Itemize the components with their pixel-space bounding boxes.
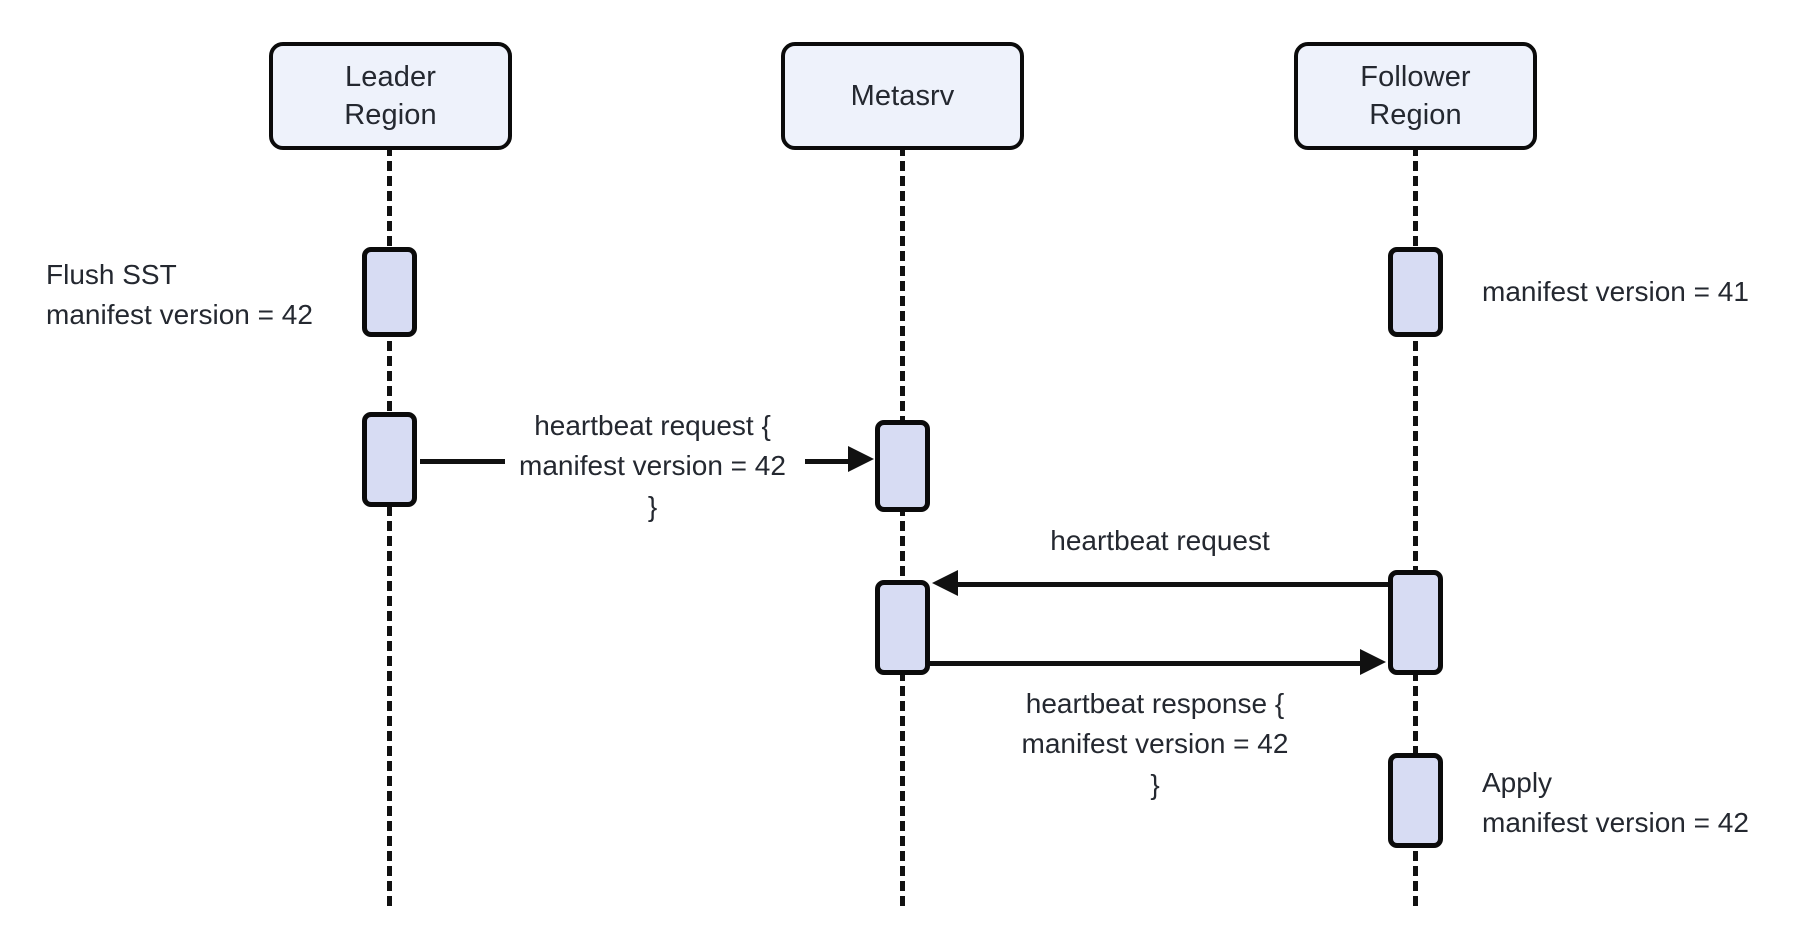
participant-follower-region[interactable]: Follower Region [1294, 42, 1537, 150]
lifeline-metasrv [900, 146, 905, 906]
note-apply-manifest-version: Apply manifest version = 42 [1482, 767, 1749, 839]
participant-metasrv[interactable]: Metasrv [781, 42, 1024, 150]
lifeline-follower [1413, 146, 1418, 906]
message-follower-to-metasrv-line [955, 582, 1388, 587]
activation-follower-apply [1388, 753, 1443, 848]
lifeline-leader [387, 146, 392, 906]
message-leader-to-metasrv-arrowhead [848, 446, 874, 472]
participant-follower-region-label: Follower Region [1360, 60, 1471, 131]
message-metasrv-to-follower-label: heartbeat response { manifest version = … [1021, 688, 1289, 800]
activation-leader-heartbeat [362, 412, 417, 507]
activation-leader-flush [362, 247, 417, 337]
message-leader-to-metasrv-line [805, 459, 850, 464]
message-follower-to-metasrv-arrowhead [932, 570, 958, 596]
message-metasrv-to-follower-line [930, 661, 1362, 666]
participant-leader-region-label: Leader Region [344, 60, 437, 131]
note-follower-manifest-version: manifest version = 41 [1482, 276, 1749, 307]
note-flush-sst: Flush SST manifest version = 42 [46, 259, 313, 331]
activation-follower-initial [1388, 247, 1443, 337]
activation-metasrv-leader-heartbeat [875, 420, 930, 512]
message-follower-to-metasrv-label: heartbeat request [1050, 525, 1270, 556]
message-leader-to-metasrv-stub [420, 459, 505, 464]
activation-follower-heartbeat [1388, 570, 1443, 675]
message-metasrv-to-follower-arrowhead [1360, 649, 1386, 675]
participant-leader-region[interactable]: Leader Region [269, 42, 512, 150]
activation-metasrv-follower-heartbeat [875, 580, 930, 675]
participant-metasrv-label: Metasrv [850, 79, 955, 112]
message-leader-to-metasrv-label: heartbeat request { manifest version = 4… [519, 410, 786, 522]
